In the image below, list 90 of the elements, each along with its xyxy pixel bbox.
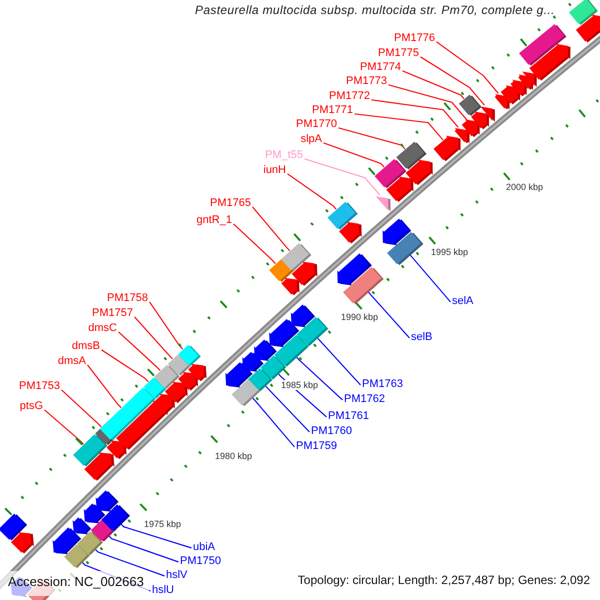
- gene-box: [343, 266, 384, 304]
- gene-label: PM1760: [311, 425, 352, 438]
- leader-line: [61, 389, 102, 428]
- gene-box: [458, 94, 482, 116]
- gene-label: PM1762: [344, 393, 385, 406]
- map-info-text: Topology: circular; Length: 2,257,487 bp; Genes: 2,092: [298, 574, 590, 588]
- leader-line: [94, 548, 165, 576]
- gene-box: [101, 504, 130, 532]
- leader-line: [371, 99, 459, 128]
- leader-line: [233, 223, 276, 264]
- gene-block: [529, 44, 570, 81]
- gene-label: iunH: [263, 164, 286, 177]
- leader-line: [436, 41, 499, 94]
- gene-label: PM1753: [19, 380, 60, 393]
- gene-label: PM1774: [360, 61, 401, 74]
- gene-box: [178, 344, 201, 366]
- gene-label: ptsG: [20, 400, 43, 413]
- leader-line: [338, 127, 406, 150]
- map-info-text: Accession: NC_002663: [0, 571, 149, 596]
- gene-label: slpA: [300, 133, 322, 146]
- leader-line: [420, 56, 485, 106]
- leader-line: [287, 173, 337, 210]
- gene-block: [292, 262, 318, 286]
- gene-label: PM1761: [328, 410, 369, 423]
- gene-label: PM1776: [394, 32, 435, 45]
- map-title: Pasteurella multocida subsp. multocida str. Pm70, complete g...: [195, 4, 555, 18]
- gene-block: [406, 160, 433, 186]
- leader-line: [108, 534, 179, 562]
- gene-block: [11, 532, 34, 554]
- gene-label: hslV: [166, 569, 188, 582]
- gene-block: [281, 278, 300, 296]
- leader-line: [120, 522, 192, 548]
- gene-block: [188, 364, 207, 382]
- gene-block: [471, 112, 489, 130]
- leader-line: [316, 336, 361, 386]
- leader-line: [367, 290, 410, 338]
- gene-label: PM1773: [346, 75, 387, 88]
- gene-block: [386, 176, 414, 202]
- leader-line: [388, 84, 468, 120]
- leader-line: [101, 349, 149, 382]
- gene-label: PM1771: [312, 104, 353, 117]
- gene-block: [339, 222, 362, 244]
- gene-label: PM1775: [378, 47, 419, 60]
- gene-label: selA: [452, 295, 474, 308]
- gene-label: PM1758: [107, 292, 148, 305]
- scale-label: 1990 kbp: [340, 312, 380, 322]
- gene-label: PM_t55: [265, 149, 303, 162]
- leader-line: [252, 206, 290, 252]
- gene-label: PM1750: [180, 555, 221, 568]
- gene-block: [84, 452, 114, 481]
- gene-block: [454, 128, 470, 144]
- gene-label: PM1759: [296, 440, 337, 453]
- gene-label: ubiA: [193, 541, 216, 554]
- gene-block: [480, 106, 495, 122]
- leader-line: [264, 384, 310, 432]
- leader-line: [304, 158, 380, 196]
- gene-label: PM1770: [296, 118, 337, 131]
- scale-label: 1980 kbp: [214, 451, 254, 462]
- gene-label: dmsB: [72, 340, 100, 353]
- leader-line: [44, 409, 84, 445]
- leader-line: [295, 356, 343, 400]
- leader-line: [323, 142, 384, 168]
- gene-block: [116, 400, 168, 450]
- gene-block: [434, 136, 461, 162]
- gene-box: [296, 316, 328, 346]
- scale-label: 1985 kbp: [280, 380, 320, 390]
- scale-label: 2000 kbp: [505, 182, 544, 192]
- leader-line: [87, 364, 122, 408]
- leader-line: [251, 396, 295, 448]
- leader-line: [149, 302, 184, 350]
- leader-line: [402, 70, 464, 100]
- gene-label: selB: [411, 331, 432, 344]
- gene-label: PM1757: [92, 307, 133, 320]
- gene-block: [376, 196, 391, 212]
- leader-line: [354, 113, 444, 140]
- gene-label: dmsA: [58, 355, 86, 368]
- gene-label: gntR_1: [196, 214, 232, 227]
- gene-block: [576, 14, 600, 43]
- scale-label: 1975 kbp: [143, 519, 182, 530]
- gene-block: [164, 382, 188, 404]
- leader-line: [408, 254, 451, 302]
- gene-box: [387, 232, 424, 266]
- gene-label: PM1772: [329, 90, 370, 103]
- scale-label: 1995 kbp: [430, 247, 470, 258]
- gene-label: PM1765: [210, 197, 251, 210]
- leader-line: [118, 331, 160, 371]
- gene-label: hslU: [152, 584, 174, 597]
- leader-line: [134, 316, 173, 360]
- gene-label: dmsC: [88, 322, 117, 335]
- gene-label: PM1763: [362, 378, 403, 391]
